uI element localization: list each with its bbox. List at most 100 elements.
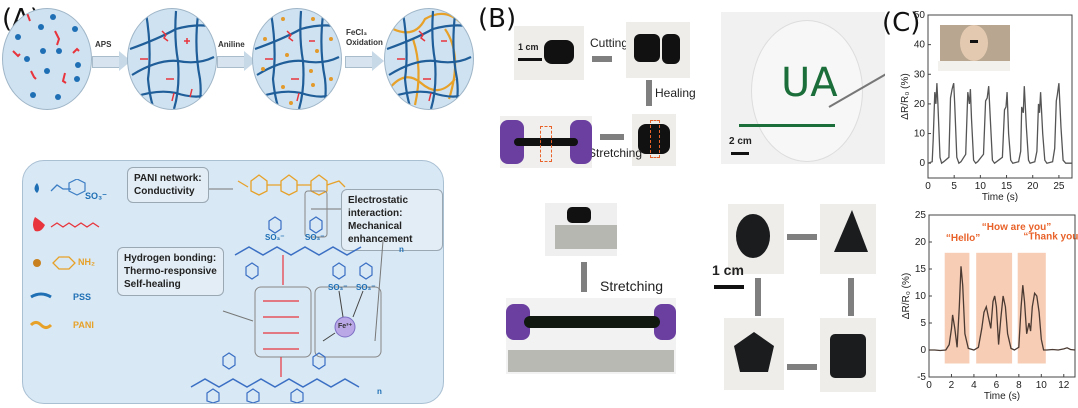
legend-icons — [29, 179, 100, 329]
so3-label-1: SO₃⁻ — [265, 233, 285, 242]
photo-triangle-shape — [820, 204, 876, 274]
arrow-triangle-square — [848, 278, 854, 316]
x-tick-label-0: 0 — [926, 380, 932, 391]
x-axis-label: Time (s) — [984, 391, 1020, 402]
repeat-n-label-upper: n — [399, 245, 404, 254]
healing-label: Healing — [655, 86, 696, 100]
healing-arrow — [646, 80, 652, 106]
inset-sensor — [970, 40, 978, 43]
healed-gel-sample — [638, 124, 670, 154]
y-tick-label-2: 20 — [914, 99, 926, 110]
so3-label-3: SO₃⁻ — [328, 283, 348, 292]
so3-label-2: SO₃⁻ — [305, 233, 325, 242]
y-tick-label-6: 25 — [915, 210, 927, 221]
legend-pss-label: PSS — [73, 292, 92, 302]
triangle-shape — [834, 210, 868, 252]
monomers-illustration — [12, 12, 81, 100]
aniline-loaded-network-circle — [252, 8, 342, 110]
circle-shape — [736, 214, 770, 258]
y-axis-label: ΔR/R₀ (%) — [900, 73, 911, 119]
x-tick-label-3: 15 — [1001, 181, 1013, 192]
so3-label-4: SO₃⁻ — [356, 283, 376, 292]
x-tick-label-1: 2 — [949, 380, 955, 391]
scale-label-1cm: 1 cm — [518, 42, 539, 52]
gel-half-left — [634, 34, 660, 62]
stretched-gel — [514, 138, 578, 146]
x-tick-label-4: 20 — [1027, 181, 1039, 192]
annotation-label-1: “How are you” — [982, 222, 1051, 233]
y-axis-label: ΔR/R₀ (%) — [901, 273, 912, 319]
glove-right — [570, 120, 592, 164]
x-tick-label-1: 5 — [951, 181, 957, 192]
electrostatic-box-line1: Electrostatic interaction: — [348, 195, 409, 219]
step-label-aniline: Aniline — [218, 40, 245, 49]
hbond-box-line2: Thermo-responsive — [124, 266, 217, 277]
y-tick-label-4: 40 — [914, 40, 926, 51]
chemical-structure-diagram — [190, 174, 384, 403]
step-label-fecl3-line2: Oxidation — [346, 38, 383, 47]
y-tick-label-1: 10 — [914, 129, 926, 140]
written-ua-text: UA — [781, 60, 838, 106]
y-tick-label-3: 30 — [914, 69, 926, 80]
pentagon-shape — [734, 332, 774, 372]
ruler-short — [555, 225, 617, 249]
legend-pani-label: PANI — [73, 320, 94, 330]
sulfonate-monomer-icon — [34, 183, 39, 193]
square-shape — [830, 334, 866, 378]
pss-network-circle — [127, 8, 217, 110]
x-axis-label: Time (s) — [982, 192, 1018, 203]
y-tick-label-2: 5 — [920, 318, 926, 329]
legend-so3-label: SO₃⁻ — [85, 191, 107, 201]
y-tick-label-5: 20 — [915, 237, 927, 248]
photo-pentagon-shape — [724, 318, 784, 390]
mechanism-panel: SO₃⁻ NH₂ PSS PANI PANI network: Conducti… — [22, 160, 444, 404]
photo-circle-shape — [728, 204, 784, 274]
arrow-circle-triangle — [787, 234, 817, 240]
y-tick-label-4: 15 — [915, 264, 927, 275]
step-arrow-aniline — [217, 51, 256, 71]
stretching-arrow-down — [581, 262, 587, 292]
plot-frame — [927, 14, 1073, 179]
repeat-n-label-lower: n — [377, 387, 382, 396]
photo-stretched-healed-gel — [500, 116, 592, 168]
photo-healed-gel — [632, 114, 676, 166]
cutting-label: Cutting — [590, 36, 629, 50]
x-tick-label-4: 8 — [1016, 380, 1022, 391]
photo-gel-on-ruler — [545, 203, 617, 256]
glove-right-2 — [654, 304, 676, 340]
arrow-pentagon-square — [787, 364, 817, 370]
y-tick-label-0: -5 — [917, 372, 926, 383]
hbond-box-line1: Hydrogen bonding: — [124, 253, 217, 264]
upy-monomer-icon — [33, 217, 45, 232]
x-tick-label-5: 25 — [1053, 181, 1065, 192]
y-tick-label-0: 0 — [919, 158, 925, 169]
photo-stretched-gel-ruler — [506, 298, 676, 374]
scale-bar — [518, 58, 542, 61]
x-tick-label-3: 6 — [994, 380, 1000, 391]
panel-b-label: (B) — [478, 4, 517, 34]
step-arrow-aps — [92, 51, 131, 71]
annotation-label-2: “Thank you” — [1023, 231, 1078, 242]
petri-dish — [751, 20, 863, 162]
final-hydrogel-circle — [384, 8, 474, 110]
photo-original-gel: 1 cm — [514, 26, 584, 80]
electrostatic-box: Electrostatic interaction: Mechanical en… — [341, 189, 443, 251]
annotation-label-0: “Hello” — [946, 233, 980, 244]
aniline-icon — [33, 259, 41, 267]
scale-bar-2cm — [731, 152, 749, 155]
y-tick-label-1: 0 — [920, 345, 926, 356]
stretching-label-bottom: Stretching — [600, 278, 664, 294]
pss-network-illustration — [129, 10, 215, 109]
aniline-network-illustration — [254, 10, 340, 109]
y-tick-label-3: 10 — [915, 291, 927, 302]
stretching-arrow-top — [600, 134, 624, 140]
x-tick-label-0: 0 — [925, 181, 931, 192]
gel-sample — [544, 40, 574, 64]
arrow-circle-pentagon — [755, 278, 761, 316]
series-line-0 — [927, 83, 1072, 165]
written-line — [739, 124, 835, 127]
pani-box-line2: Conductivity — [134, 186, 195, 197]
hydrogen-bonding-box: Hydrogen bonding: Thermo-responsive Self… — [117, 247, 224, 296]
